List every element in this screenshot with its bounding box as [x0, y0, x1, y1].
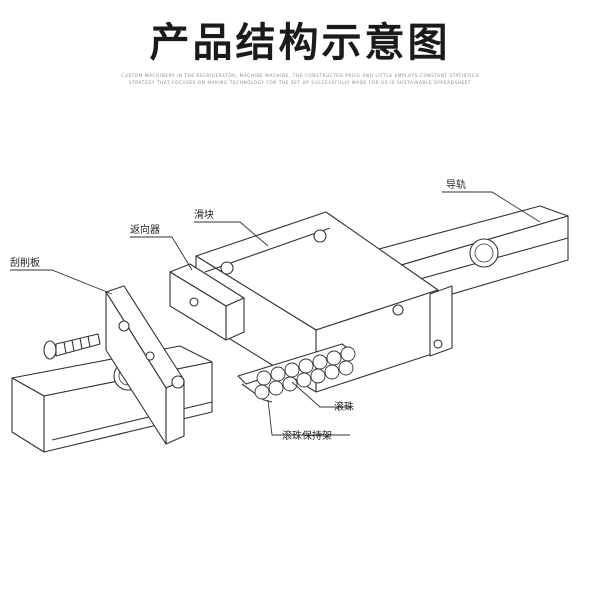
- label-slider: 滑块: [194, 209, 214, 221]
- label-ball: 滚珠: [334, 400, 354, 413]
- label-rail: 导轨: [446, 178, 466, 191]
- slider-hole-3: [392, 304, 404, 316]
- slider-hole-2: [313, 229, 327, 243]
- label-reverser: 返向器: [130, 223, 160, 236]
- page-title: 产品结构示意图: [149, 20, 451, 66]
- leader-retainer: [267, 399, 350, 436]
- label-retainer: 滚珠保持架: [282, 429, 332, 442]
- slider-hole-1: [220, 261, 234, 275]
- leader-slider: [194, 221, 269, 247]
- scraper-plate: [105, 285, 185, 445]
- reverser: [169, 263, 245, 341]
- leader-rail: [442, 191, 541, 223]
- subtitle-line-1: CUSTOM MACHINERY IN THE REFRIGERATOR, MA…: [121, 73, 479, 78]
- label-scraper: 刮削板: [10, 256, 40, 269]
- leader-reverser: [130, 236, 193, 271]
- balls: [254, 346, 356, 400]
- slider-hole-4: [433, 339, 443, 349]
- leader-scraper: [10, 269, 113, 295]
- screw: [43, 333, 101, 360]
- leader-ball: [291, 381, 350, 408]
- subtitle-line-2: STRATEGY THAT FOCUSES ON MAKING TECHNOLO…: [128, 80, 472, 85]
